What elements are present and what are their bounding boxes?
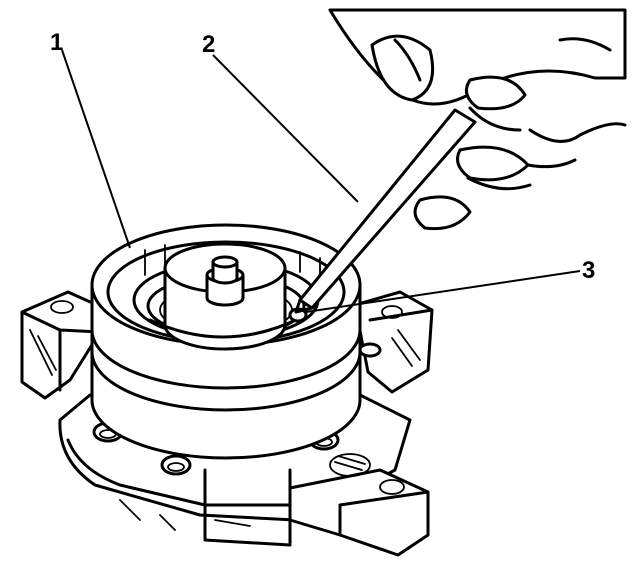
leader-lines [61, 49, 581, 313]
center-hub [163, 242, 287, 351]
callout-3: 3 [582, 257, 595, 284]
callout-2: 2 [202, 31, 215, 58]
leader-line-2 [212, 54, 359, 203]
hand-with-pick-tool [294, 8, 627, 314]
leader-line-3 [305, 270, 581, 313]
callout-1: 1 [50, 29, 63, 56]
leader-line-1 [61, 49, 131, 249]
